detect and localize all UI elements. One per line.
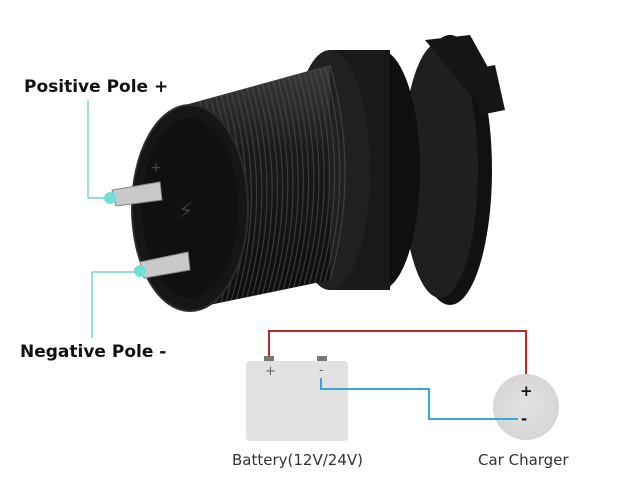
thread-ridge [251,86,268,297]
thread-ridge [256,84,273,296]
wiring-diagram: + - + - [246,330,559,441]
battery-plus-sign: + [265,364,276,379]
negative-leader [91,265,146,338]
thread-ridge [313,69,330,284]
negative-pole-label: Negative Pole - [20,342,167,362]
negative-wire [320,378,518,420]
thread-ridge [261,83,278,295]
thread-ridge [298,73,315,287]
car-charger-label: Car Charger [478,451,569,469]
svg-text:⚡: ⚡ [178,199,193,224]
positive-wire [268,330,527,383]
thread-ridge [329,64,346,281]
thread-ridge [282,77,299,290]
socket-front-face: + ⚡ [131,104,249,312]
thread-ridge [308,70,325,285]
thread-ridge [319,67,336,283]
thread-ridge [267,82,284,294]
thread-ridge [246,87,263,298]
positive-pole-label: Positive Pole + [24,77,169,97]
thread-ridge [287,76,304,289]
thread-ridge [324,66,341,282]
thread-ridge [277,79,294,291]
charger-plus-sign: + [520,382,533,400]
charger-minus-sign: - [521,410,527,428]
thread-ridge [303,72,320,286]
svg-text:+: + [150,160,162,176]
battery-plus-terminal [264,356,274,361]
car-charger [493,374,559,440]
thread-ridge [293,74,310,288]
battery-minus-sign: - [319,363,324,378]
positive-leader [87,100,116,204]
thread-ridge [235,90,252,300]
thread-ridge [241,89,258,299]
battery-minus-terminal [317,356,327,361]
battery [246,361,348,441]
thread-ridge [272,80,289,292]
battery-label: Battery(12V/24V) [232,451,363,469]
